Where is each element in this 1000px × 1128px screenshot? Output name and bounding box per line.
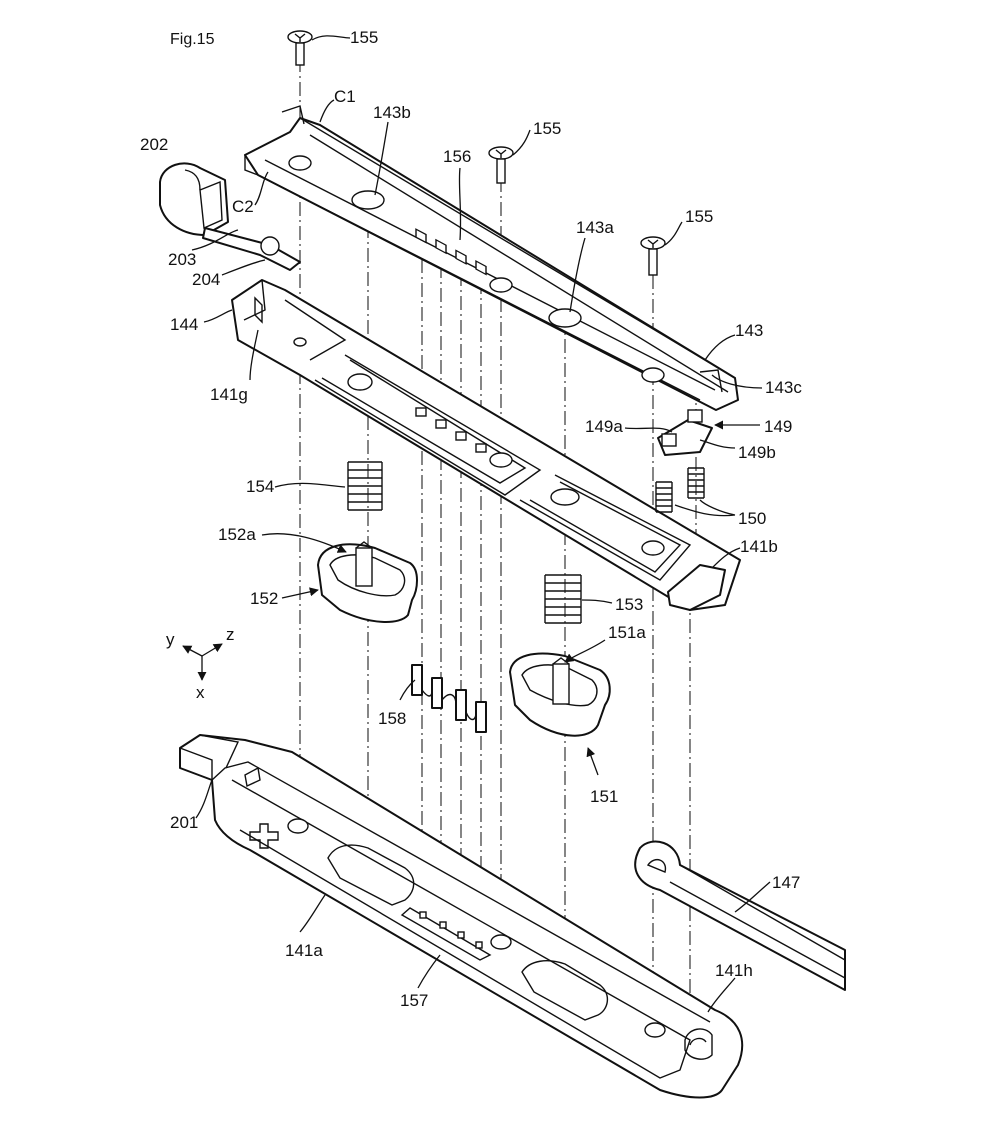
label-154: 154 [246, 477, 274, 496]
label-149: 149 [764, 417, 792, 436]
label-151: 151 [590, 787, 618, 806]
label-141h: 141h [715, 961, 753, 980]
axes-indicator: y z x [166, 625, 235, 702]
label-157: 157 [400, 991, 428, 1010]
label-141b: 141b [740, 537, 778, 556]
cap-202 [160, 163, 228, 235]
contacts-158 [412, 665, 486, 732]
axis-y-label: y [166, 630, 175, 649]
label-141g: 141g [210, 385, 248, 404]
label-147: 147 [772, 873, 800, 892]
label-143a: 143a [576, 218, 614, 237]
label-155-middle: 155 [533, 119, 561, 138]
label-203: 203 [168, 250, 196, 269]
label-144: 144 [170, 315, 198, 334]
label-143b: 143b [373, 103, 411, 122]
label-151a: 151a [608, 623, 646, 642]
button-151 [510, 654, 610, 736]
label-143c: 143c [765, 378, 802, 397]
label-150: 150 [738, 509, 766, 528]
spring-153 [545, 575, 581, 623]
figure-title: Fig.15 [170, 31, 215, 48]
label-152: 152 [250, 589, 278, 608]
label-149a: 149a [585, 417, 623, 436]
label-153: 153 [615, 595, 643, 614]
screw-155-middle [489, 147, 513, 183]
label-158: 158 [378, 709, 406, 728]
label-C1: C1 [334, 87, 356, 106]
button-152 [318, 542, 417, 622]
screw-155-left [288, 31, 312, 65]
label-155-right: 155 [685, 207, 713, 226]
axis-z-label: z [226, 625, 235, 644]
lock-member-149 [658, 410, 712, 455]
label-204: 204 [192, 270, 220, 289]
label-202: 202 [140, 135, 168, 154]
axis-x-label: x [196, 683, 205, 702]
spring-154 [348, 462, 382, 510]
label-152a: 152a [218, 525, 256, 544]
label-201: 201 [170, 813, 198, 832]
label-155-left: 155 [350, 28, 378, 47]
label-141a: 141a [285, 941, 323, 960]
label-149b: 149b [738, 443, 776, 462]
springs-150 [656, 468, 704, 512]
label-156: 156 [443, 147, 471, 166]
button-204 [261, 237, 279, 255]
label-143: 143 [735, 321, 763, 340]
screw-155-right [641, 237, 665, 275]
label-C2: C2 [232, 197, 254, 216]
